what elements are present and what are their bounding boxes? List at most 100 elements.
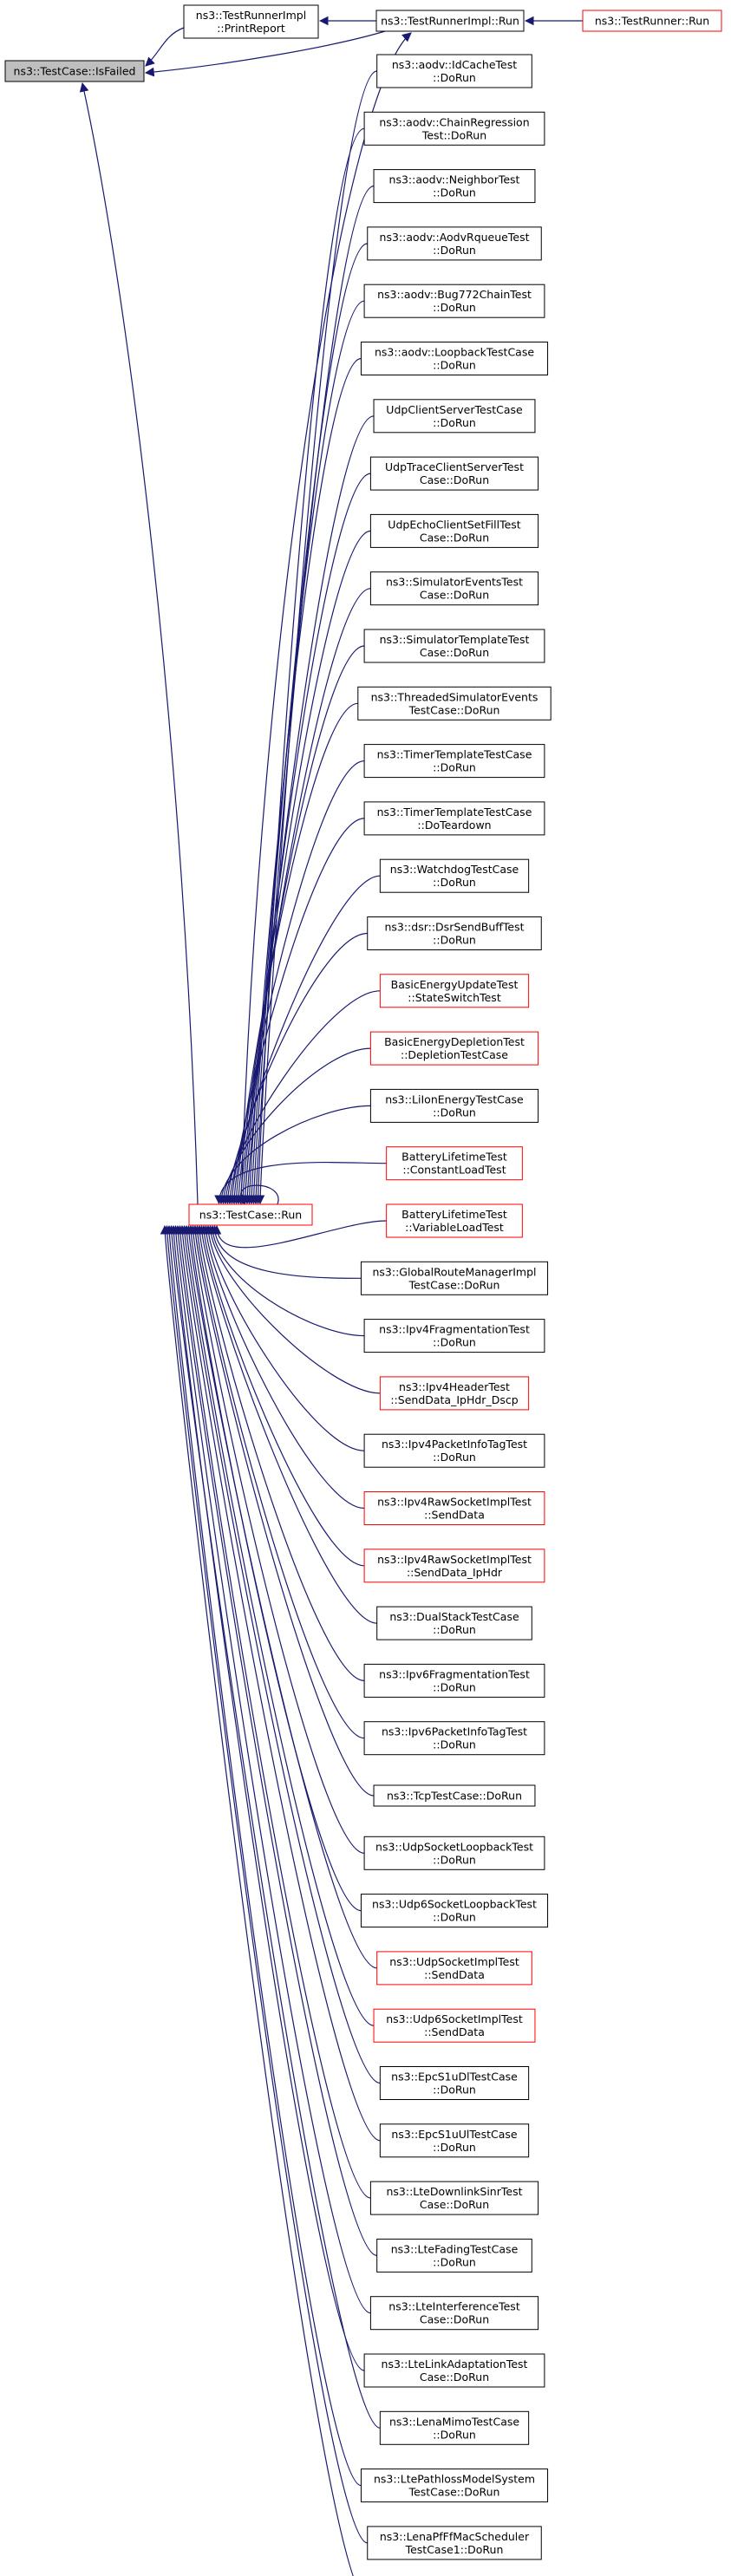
node-caller-12[interactable]: ns3::ThreadedSimulatorEventsTestCase::Do… [357,686,552,721]
edge-caller-28-to-testcaserun [197,1224,377,1624]
node-caller-29-label: ns3::Ipv6FragmentationTest [379,1667,530,1680]
node-caller-10-label: Case::DoRun [420,589,489,602]
node-caller-21-label: ::VariableLoadTest [405,1221,504,1234]
node-caller-36-label: ns3::EpcS1uDlTestCase [391,2071,518,2084]
node-caller-22-box [360,1261,549,1295]
node-caller-34-box [376,1951,532,1986]
node-caller-39[interactable]: ns3::LteFadingTestCase::DoRun [376,2238,532,2273]
edge-caller-24-to-testcaserun [206,1224,381,1394]
node-caller-1[interactable]: ns3::aodv::IdCacheTest::DoRun [376,54,532,88]
node-caller-25-label: ns3::Ipv4PacketInfoTagTest [382,1438,527,1451]
node-caller-2-label: ns3::aodv::ChainRegression [379,115,529,128]
node-caller-33[interactable]: ns3::Udp6SocketLoopbackTest::DoRun [360,1894,549,1928]
node-caller-34[interactable]: ns3::UdpSocketImplTest::SendData [376,1951,532,1986]
node-caller-44[interactable]: ns3::LenaPfFfMacSchedulerTestCase1::DoRu… [367,2526,542,2560]
node-caller-5[interactable]: ns3::aodv::Bug772ChainTest::DoRun [363,284,545,318]
node-caller-24-box [379,1376,530,1411]
edge-caller-34-to-testcaserun [184,1224,377,1969]
node-caller-24[interactable]: ns3::Ipv4HeaderTest::SendData_IpHdr_Dscp [379,1376,530,1411]
node-caller-6[interactable]: ns3::aodv::LoopbackTestCase::DoRun [360,342,549,375]
node-caller-39-label: ns3::LteFadingTestCase [391,2242,519,2255]
node-caller-43[interactable]: ns3::LtePathlossModelSystemTestCase::DoR… [360,2468,549,2503]
node-caller-30[interactable]: ns3::Ipv6PacketInfoTagTest::DoRun [363,1721,545,1756]
edge-caller-32-to-testcaserun [188,1224,365,1854]
node-testrunnerimpl-run-label: ns3::TestRunnerImpl::Run [381,15,519,28]
node-caller-10-box [369,571,539,606]
node-caller-5-label: ::DoRun [433,301,476,314]
node-caller-19[interactable]: ns3::LiIonEnergyTestCase::DoRun [369,1088,539,1123]
node-caller-1-box [376,54,532,88]
node-caller-37[interactable]: ns3::EpcS1uUlTestCase::DoRun [379,2123,530,2158]
node-caller-7[interactable]: UdpClientServerTestCase::DoRun [373,399,536,434]
node-caller-28-label: ::DoRun [433,1623,476,1636]
node-caller-44-label: ns3::LenaPfFfMacScheduler [380,2530,530,2543]
node-caller-28[interactable]: ns3::DualStackTestCase::DoRun [376,1606,532,1640]
node-caller-26-label: ns3::Ipv4RawSocketImplTest [377,1496,532,1509]
node-testrunnerimpl-printreport-box [183,4,319,39]
node-testcase-isfailed[interactable]: ns3::TestCase::IsFailed [4,60,145,82]
node-testrunnerimpl-run[interactable]: ns3::TestRunnerImpl::Run [375,10,525,32]
node-caller-19-label: ::DoRun [433,1105,476,1118]
node-caller-44-box [367,2526,542,2560]
node-caller-23[interactable]: ns3::Ipv4FragmentationTest::DoRun [363,1319,545,1353]
edge-caller-31-to-testcaserun [190,1224,375,1797]
node-caller-3[interactable]: ns3::aodv::NeighborTest::DoRun [373,169,536,204]
node-caller-14-label: ns3::TimerTemplateTestCase [377,805,532,818]
node-caller-4-label: ::DoRun [433,244,476,257]
node-testcase-run[interactable]: ns3::TestCase::Run [188,1203,313,1226]
node-caller-41-box [363,2353,545,2388]
node-caller-41-label: ns3::LteLinkAdaptationTest [382,2358,528,2371]
node-caller-20[interactable]: BatteryLifetimeTest::ConstantLoadTest [386,1146,523,1181]
node-caller-42-box [379,2410,530,2445]
node-caller-33-label: ::DoRun [433,1911,476,1924]
node-caller-41-label: Case::DoRun [420,2371,489,2384]
node-caller-13[interactable]: ns3::TimerTemplateTestCase::DoRun [363,744,545,779]
node-caller-19-label: ns3::LiIonEnergyTestCase [385,1092,524,1105]
node-caller-36[interactable]: ns3::EpcS1uDlTestCase::DoRun [379,2066,530,2100]
node-caller-12-label: ns3::ThreadedSimulatorEvents [371,690,538,703]
node-caller-15[interactable]: ns3::WatchdogTestCase::DoRun [379,858,530,893]
node-caller-35[interactable]: ns3::Udp6SocketImplTest::SendData [373,2008,536,2043]
edge-caller-36-to-testcaserun [179,1224,381,2084]
node-caller-36-box [379,2066,530,2100]
node-caller-28-label: ns3::DualStackTestCase [389,1610,519,1623]
node-caller-21[interactable]: BatteryLifetimeTest::VariableLoadTest [386,1203,523,1238]
node-caller-25[interactable]: ns3::Ipv4PacketInfoTagTest::DoRun [363,1433,545,1468]
node-caller-6-label: ::DoRun [433,359,476,372]
node-caller-17-label: ::StateSwitchTest [408,991,501,1004]
node-caller-18[interactable]: BasicEnergyDepletionTest::DepletionTestC… [369,1031,539,1066]
node-caller-16[interactable]: ns3::dsr::DsrSendBuffTest::DoRun [367,916,542,950]
node-testrunner-run[interactable]: ns3::TestRunner::Run [582,10,722,32]
edge-caller-41-to-testcaserun [168,1224,365,2371]
node-caller-31[interactable]: ns3::TcpTestCase::DoRun [373,1784,536,1807]
node-caller-26-label: ::SendData [424,1509,485,1522]
node-caller-8-label: Case::DoRun [420,473,489,486]
node-caller-10-label: ns3::SimulatorEventsTest [386,576,523,589]
node-testrunnerimpl-printreport[interactable]: ns3::TestRunnerImpl::PrintReport [183,4,319,39]
node-caller-26-box [363,1491,545,1525]
node-caller-3-box [373,169,536,204]
node-caller-43-label: ns3::LtePathlossModelSystem [374,2473,535,2486]
node-caller-27[interactable]: ns3::Ipv4RawSocketImplTest::SendData_IpH… [363,1549,545,1583]
node-caller-4[interactable]: ns3::aodv::AodvRqueueTest::DoRun [367,226,542,261]
node-caller-32-label: ::DoRun [433,1853,476,1866]
node-caller-29[interactable]: ns3::Ipv6FragmentationTest::DoRun [363,1663,545,1698]
edge-caller-22-to-testcaserun [210,1224,362,1279]
node-caller-22[interactable]: ns3::GlobalRouteManagerImplTestCase::DoR… [360,1261,549,1295]
node-caller-42[interactable]: ns3::LenaMimoTestCase::DoRun [379,2410,530,2445]
node-caller-14[interactable]: ns3::TimerTemplateTestCase::DoTeardown [363,801,545,836]
edge-caller-18-to-testcaserun [219,1047,371,1205]
node-caller-42-label: ns3::LenaMimoTestCase [389,2415,519,2428]
node-caller-26[interactable]: ns3::Ipv4RawSocketImplTest::SendData [363,1491,545,1525]
node-caller-32[interactable]: ns3::UdpSocketLoopbackTest::DoRun [363,1836,545,1870]
node-caller-25-label: ::DoRun [433,1451,476,1464]
node-caller-17[interactable]: BasicEnergyUpdateTest::StateSwitchTest [379,974,530,1008]
